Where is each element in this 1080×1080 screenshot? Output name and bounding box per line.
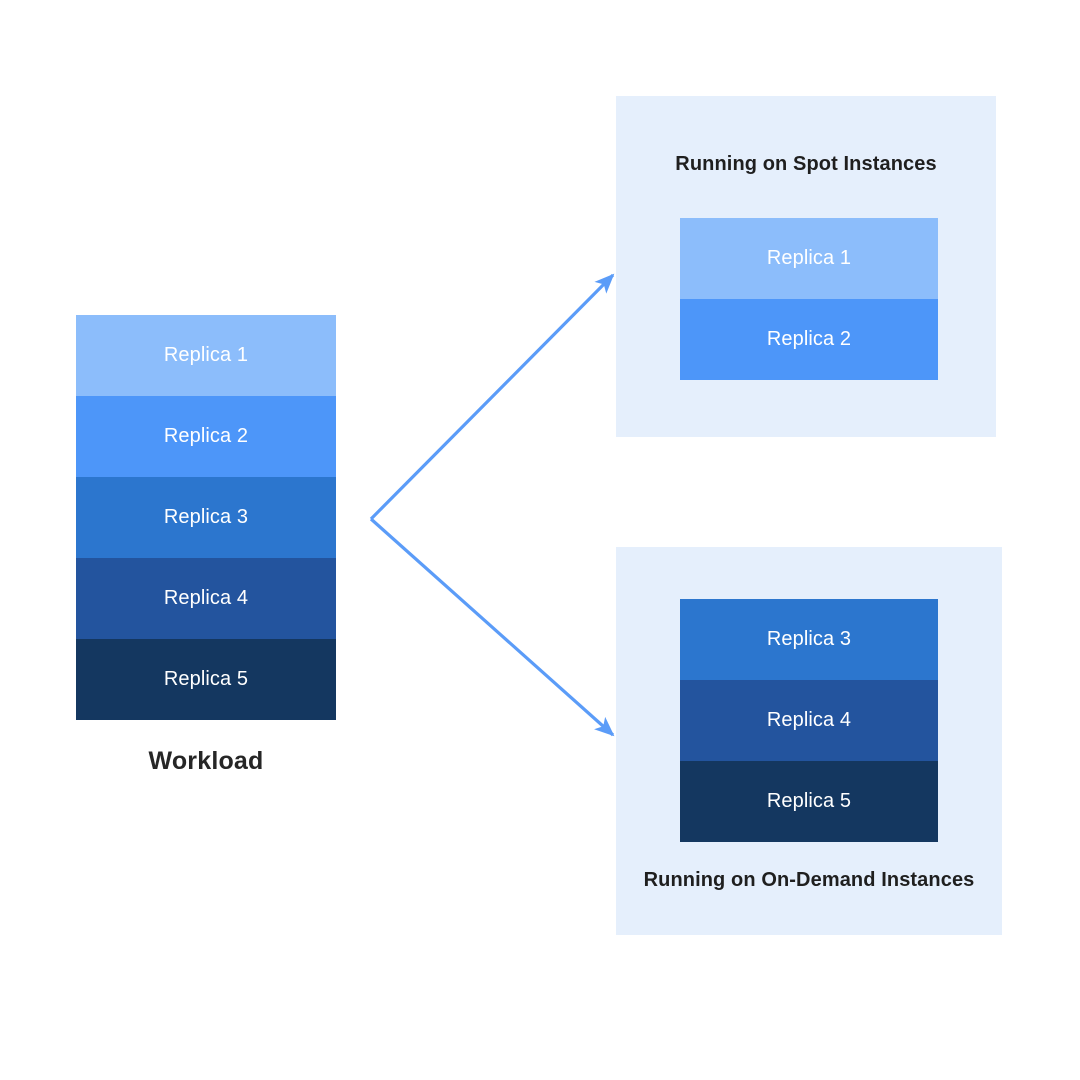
workload-replica-stack: Replica 1 Replica 2 Replica 3 Replica 4 …: [76, 315, 336, 720]
workload-caption: Workload: [148, 747, 264, 775]
spot-instances-panel: Running on Spot Instances Replica 1 Repl…: [616, 96, 996, 437]
spot-replica-2-label: Replica 2: [766, 328, 852, 350]
spot-replica-stack: Replica 1 Replica 2: [680, 218, 938, 380]
workload-replica-1-label: Replica 1: [163, 344, 249, 366]
on-demand-instances-panel: Replica 3 Replica 4 Replica 5 Running on…: [616, 547, 1002, 935]
workload-replica-4-label: Replica 4: [163, 587, 249, 609]
on-demand-replica-4[interactable]: Replica 4: [680, 680, 938, 761]
spot-replica-1[interactable]: Replica 1: [680, 218, 938, 299]
workload-replica-2-label: Replica 2: [163, 425, 249, 447]
arrow-to-on-demand-panel: [369, 517, 615, 737]
on-demand-replica-3-label: Replica 3: [766, 628, 852, 650]
workload-replica-5[interactable]: Replica 5: [76, 639, 336, 720]
on-demand-replica-5[interactable]: Replica 5: [680, 761, 938, 842]
arrow-to-spot-panel: [369, 273, 615, 521]
on-demand-replica-4-label: Replica 4: [766, 709, 852, 731]
workload-group: Replica 1 Replica 2 Replica 3 Replica 4 …: [76, 315, 336, 776]
on-demand-replica-5-label: Replica 5: [766, 790, 852, 812]
spot-replica-1-label: Replica 1: [766, 247, 852, 269]
spot-replica-2[interactable]: Replica 2: [680, 299, 938, 380]
workload-replica-2[interactable]: Replica 2: [76, 396, 336, 477]
workload-replica-3[interactable]: Replica 3: [76, 477, 336, 558]
on-demand-replica-stack: Replica 3 Replica 4 Replica 5: [680, 599, 938, 842]
workload-replica-4[interactable]: Replica 4: [76, 558, 336, 639]
on-demand-instances-panel-title: Running on On-Demand Instances: [643, 869, 975, 891]
workload-replica-3-label: Replica 3: [163, 506, 249, 528]
spot-instances-panel-title: Running on Spot Instances: [675, 153, 937, 175]
workload-replica-1[interactable]: Replica 1: [76, 315, 336, 396]
on-demand-replica-3[interactable]: Replica 3: [680, 599, 938, 680]
workload-replica-5-label: Replica 5: [163, 668, 249, 690]
